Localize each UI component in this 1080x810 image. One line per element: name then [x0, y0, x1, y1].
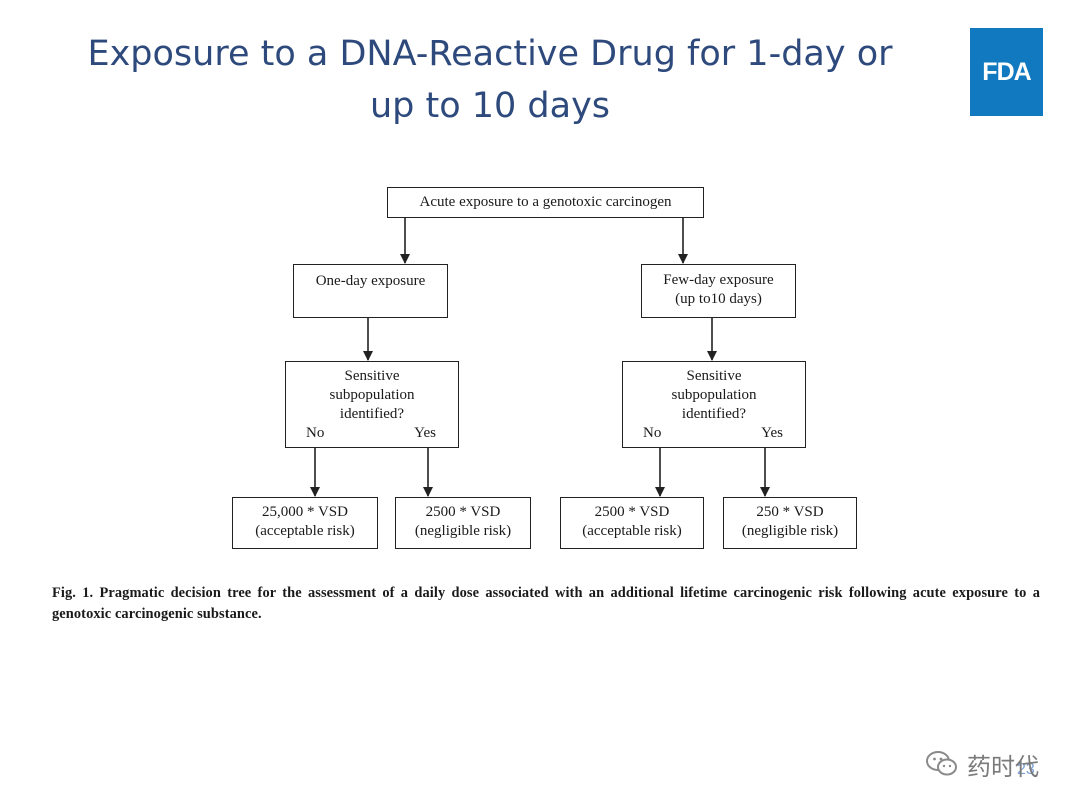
one-day-exposure-label: One-day exposure: [315, 273, 426, 289]
right-question-node: Sensitive subpopulation identified? No Y…: [622, 361, 806, 448]
outcome-left-no-value: 25,000 * VSD: [262, 504, 348, 520]
left-no-label: No: [306, 425, 325, 441]
outcome-right-no-risk: (acceptable risk): [582, 523, 682, 539]
left-question-line-3: identified?: [339, 406, 405, 422]
outcome-right-yes: 250 * VSD (negligible risk): [723, 497, 857, 549]
right-question-line-1: Sensitive: [686, 368, 742, 384]
fda-logo-text: FDA: [982, 57, 1031, 86]
outcome-right-yes-risk: (negligible risk): [741, 523, 839, 539]
outcome-left-no: 25,000 * VSD (acceptable risk): [232, 497, 378, 549]
outcome-left-yes: 2500 * VSD (negligible risk): [395, 497, 531, 549]
wechat-icon: [926, 751, 957, 776]
root-node: Acute exposure to a genotoxic carcinogen: [387, 187, 704, 218]
title-line-2: up to 10 days: [369, 86, 611, 126]
title-line-1: Exposure to a DNA-Reactive Drug for 1-da…: [87, 34, 893, 74]
watermark-text: 药时代: [967, 752, 1039, 781]
left-yes-label: Yes: [414, 425, 436, 441]
one-day-exposure-node: One-day exposure: [293, 264, 448, 318]
watermark: 药时代: [925, 744, 1039, 784]
outcome-right-yes-value: 250 * VSD: [756, 504, 824, 520]
right-no-label: No: [643, 425, 662, 441]
right-question-line-2: subpopulation: [671, 387, 757, 403]
outcome-right-no: 2500 * VSD (acceptable risk): [560, 497, 704, 549]
page-number: 23: [1017, 761, 1035, 778]
right-yes-label: Yes: [761, 425, 783, 441]
left-question-line-1: Sensitive: [344, 368, 400, 384]
figure-caption: Fig. 1. Pragmatic decision tree for the …: [52, 585, 1040, 623]
slide-title: Exposure to a DNA-Reactive Drug for 1-da…: [70, 28, 910, 132]
few-day-exposure-node: Few-day exposure (up to10 days): [641, 264, 796, 318]
outcome-right-no-value: 2500 * VSD: [594, 504, 670, 520]
right-question-line-3: identified?: [681, 406, 747, 422]
fda-logo: FDA: [970, 28, 1043, 116]
outcome-left-no-risk: (acceptable risk): [255, 523, 355, 539]
left-question-node: Sensitive subpopulation identified? No Y…: [285, 361, 459, 448]
left-question-line-2: subpopulation: [329, 387, 415, 403]
few-day-exposure-sublabel: (up to10 days): [675, 291, 762, 307]
outcome-left-yes-value: 2500 * VSD: [425, 504, 501, 520]
few-day-exposure-label: Few-day exposure: [663, 272, 774, 288]
outcome-left-yes-risk: (negligible risk): [414, 523, 512, 539]
root-node-label: Acute exposure to a genotoxic carcinogen: [419, 194, 672, 210]
